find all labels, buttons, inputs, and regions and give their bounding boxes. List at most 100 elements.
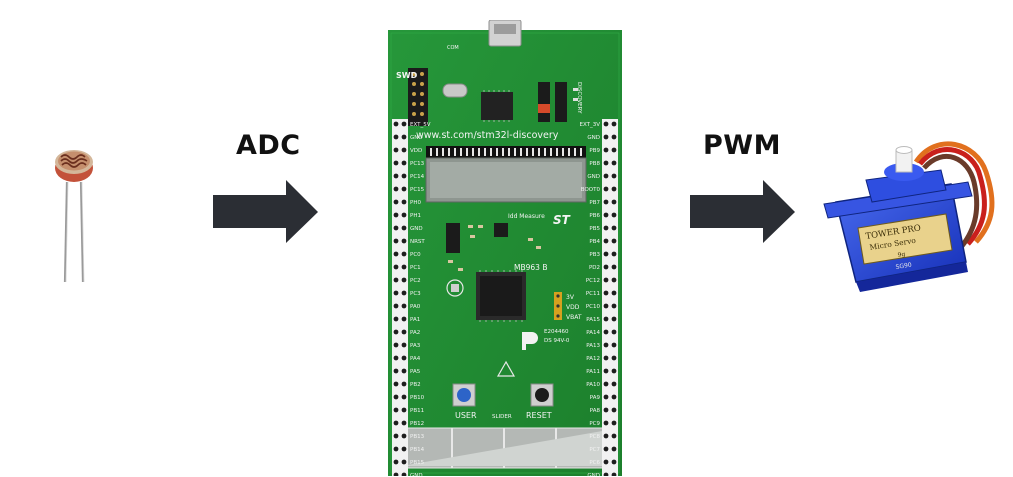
right-pin-label: PC12 — [586, 278, 600, 284]
header-pin — [401, 147, 407, 153]
header-pin — [393, 251, 399, 257]
header-pin — [603, 420, 609, 426]
header-pin — [401, 459, 407, 465]
jumper-vdd-label: VDD — [566, 304, 580, 311]
st-logo: ST — [553, 213, 571, 227]
left-pin-label: PA5 — [410, 369, 421, 375]
header-pin — [393, 407, 399, 413]
header-pin — [401, 446, 407, 452]
header-pin — [603, 290, 609, 296]
header-pin — [401, 472, 407, 476]
header-pin — [611, 368, 617, 374]
header-pin — [611, 446, 617, 452]
header-pin — [393, 368, 399, 374]
header-pin — [401, 407, 407, 413]
header-pin — [603, 121, 609, 127]
header-pin — [393, 160, 399, 166]
servo-model-text: SG90 — [895, 262, 912, 271]
header-pin — [611, 420, 617, 426]
header-pin — [603, 303, 609, 309]
right-pin-label: PC8 — [589, 434, 600, 440]
header-pin — [611, 264, 617, 270]
header-pin — [611, 186, 617, 192]
header-pin — [401, 199, 407, 205]
header-pin — [393, 459, 399, 465]
header-pin — [401, 433, 407, 439]
header-pin — [393, 238, 399, 244]
left-pin-label: PC0 — [410, 252, 421, 258]
header-pin — [611, 407, 617, 413]
right-pin-label: PD2 — [589, 265, 600, 271]
header-pin — [393, 290, 399, 296]
header-pin — [401, 368, 407, 374]
right-pin-label: PA12 — [586, 356, 600, 362]
left-pin-label: PB11 — [410, 408, 424, 414]
left-pin-label: PC13 — [410, 161, 425, 167]
header-pin — [393, 212, 399, 218]
header-pin — [401, 264, 407, 270]
header-pin — [401, 342, 407, 348]
pwm-label: PWM — [703, 130, 781, 161]
left-pin-label: PB10 — [410, 395, 425, 401]
header-pin — [393, 420, 399, 426]
header-pin — [401, 394, 407, 400]
right-pin-label: PA13 — [586, 343, 600, 349]
header-pin — [401, 186, 407, 192]
header-pin — [393, 121, 399, 127]
header-pin — [603, 459, 609, 465]
header-pin — [603, 173, 609, 179]
header-pin — [401, 316, 407, 322]
header-pin — [611, 225, 617, 231]
com-label: COM — [447, 45, 459, 51]
header-pin — [603, 355, 609, 361]
right-pin-label: PB5 — [589, 226, 600, 232]
right-pin-label: PB7 — [589, 200, 600, 206]
right-pin-label: PA8 — [590, 408, 601, 414]
board-code-label: E204460 — [544, 329, 569, 335]
header-pin — [393, 147, 399, 153]
header-pin — [401, 225, 407, 231]
header-pin — [603, 316, 609, 322]
left-pin-label: PA3 — [410, 343, 421, 349]
left-pin-label: GND — [410, 135, 423, 141]
left-pin-label: VDD — [410, 148, 422, 154]
header-pin — [611, 238, 617, 244]
discovery-label: DISCOVERY — [576, 82, 582, 114]
header-pin — [611, 212, 617, 218]
right-pin-label: PA14 — [586, 330, 600, 336]
slider-label: SLIDER — [492, 414, 512, 420]
header-pin — [401, 355, 407, 361]
left-pin-label: PB14 — [410, 447, 425, 453]
header-pin — [603, 186, 609, 192]
header-pin — [611, 121, 617, 127]
left-pin-label: PA2 — [410, 330, 420, 336]
header-pin — [603, 264, 609, 270]
header-pin — [393, 199, 399, 205]
header-pin — [611, 199, 617, 205]
left-pin-label: PC3 — [410, 291, 421, 297]
header-pin — [611, 251, 617, 257]
header-pin — [401, 251, 407, 257]
right-pin-label: PA11 — [586, 369, 600, 375]
right-pin-label: EXT_3V — [579, 122, 600, 128]
header-pin — [393, 472, 399, 476]
right-pin-label: PB4 — [589, 239, 600, 245]
left-pin-label: PA0 — [410, 304, 421, 310]
right-pin-label: PC9 — [589, 421, 600, 427]
header-pin — [603, 225, 609, 231]
header-pin — [603, 212, 609, 218]
header-pin — [401, 134, 407, 140]
photoresistor-image — [55, 150, 93, 283]
right-pin-label: PA10 — [586, 382, 600, 388]
user-button-label: USER — [455, 411, 477, 420]
header-pin — [393, 303, 399, 309]
header-pin — [603, 342, 609, 348]
header-pin — [401, 329, 407, 335]
header-pin — [393, 381, 399, 387]
header-pin — [611, 459, 617, 465]
header-pin — [603, 238, 609, 244]
header-pin — [603, 381, 609, 387]
header-pin — [611, 342, 617, 348]
header-pin — [603, 472, 609, 476]
right-pin-label: PC11 — [586, 291, 600, 297]
